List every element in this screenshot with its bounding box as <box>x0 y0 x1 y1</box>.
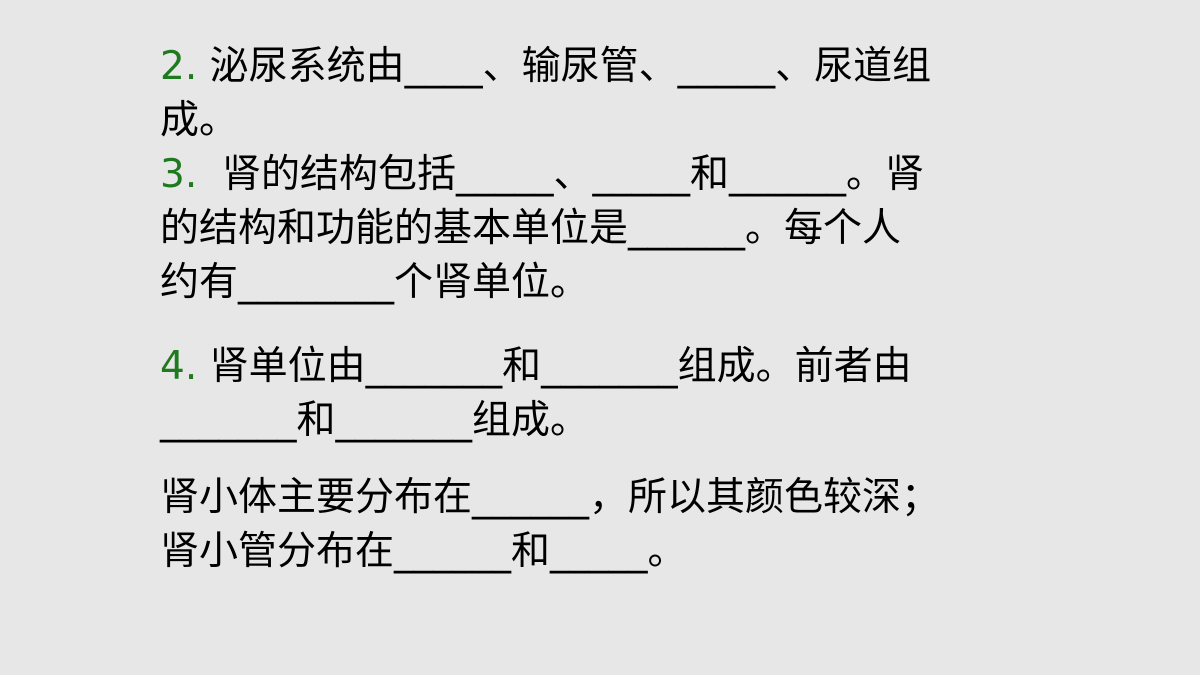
question-3-number: 3. <box>160 152 198 197</box>
question-2-line-2: 成。 <box>160 98 239 143</box>
question-4-line-1: 4. 肾单位由_______和_______组成。前者由 <box>160 340 1050 394</box>
question-2-number: 2. <box>160 44 198 89</box>
question-4-text-1: 肾单位由_______和_______组成。前者由 <box>209 344 912 389</box>
question-3-line-1: 3. 肾的结构包括_____、_____和______。肾 <box>160 148 1050 202</box>
question-4-number: 4. <box>160 344 198 389</box>
question-3-line-3: 约有________个肾单位。 <box>160 260 590 305</box>
question-2-text-1: 泌尿系统由____、输尿管、_____、尿道组 <box>209 44 932 89</box>
question-4-line-2: _______和_______组成。 <box>160 398 590 443</box>
slide-content: 2. 泌尿系统由____、输尿管、_____、尿道组 成。 3. 肾的结构包括_… <box>160 40 1050 579</box>
question-3-text-1: 肾的结构包括_____、_____和______。肾 <box>197 152 925 197</box>
spacer <box>160 310 1050 340</box>
question-5-line-2: 肾小管分布在______和_____。 <box>160 529 687 574</box>
question-3-line-2: 的结构和功能的基本单位是______。每个人 <box>160 206 902 251</box>
question-2-line-1: 2. 泌尿系统由____、输尿管、_____、尿道组 <box>160 40 1050 94</box>
question-5-line-1: 肾小体主要分布在______，所以其颜色较深； <box>160 475 941 520</box>
spacer <box>160 448 1050 471</box>
